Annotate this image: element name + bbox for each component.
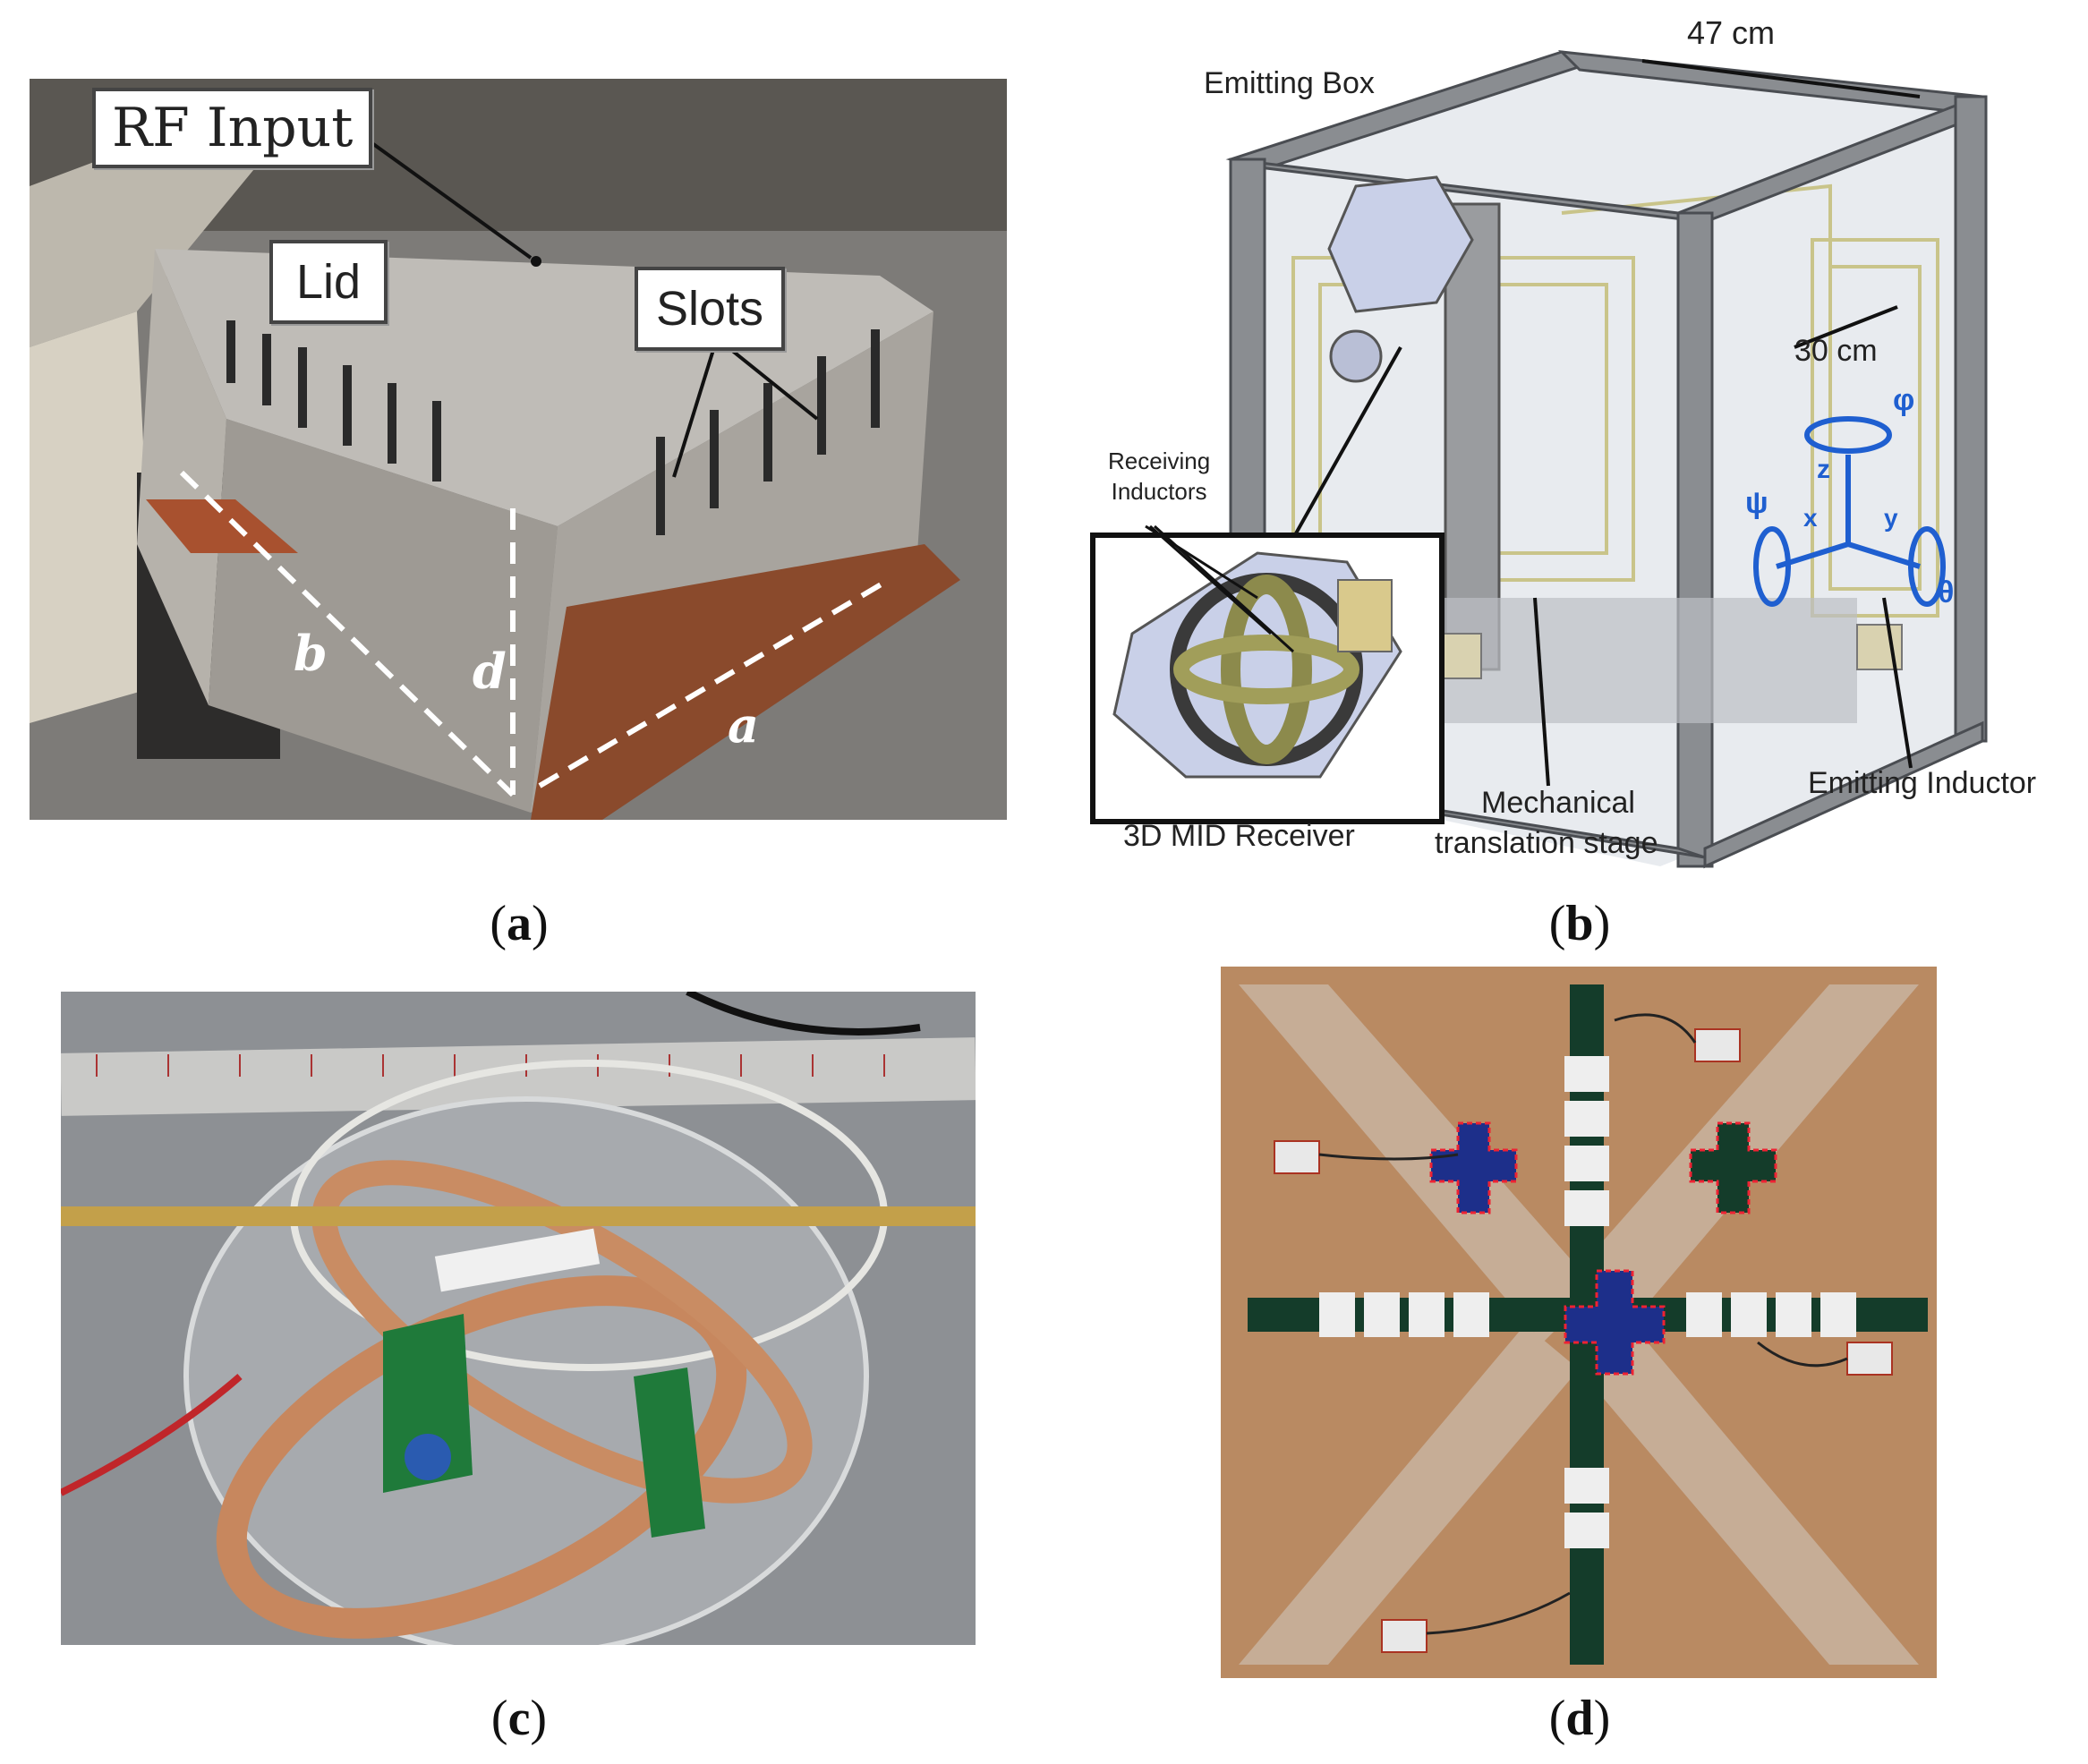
panel-a-photo: RF Input Lid Slots a b d: [30, 79, 1007, 820]
receiving-inductors-label: Receiving Inductors: [1108, 447, 1211, 505]
receiver-inset-drawing: [1112, 551, 1402, 779]
caption-c: (c): [490, 1691, 548, 1746]
glass-bowl-coils-photo: [61, 992, 976, 1645]
receiver-label: 3D MID Receiver: [1123, 819, 1355, 853]
width-label: 47 cm: [1687, 14, 1776, 51]
box-frame: [1225, 50, 1988, 869]
slots-label: Slots: [635, 267, 786, 351]
lid-label: Lid: [269, 240, 388, 324]
planar-coil-array-photo: [1221, 967, 1937, 1678]
emitting-box-label: Emitting Box: [1204, 66, 1375, 100]
dim-d-label: d: [473, 643, 507, 700]
emitting-box-diagram: [1090, 50, 1988, 869]
shielding-box-photo: [30, 79, 1007, 820]
rf-input-label: RF Input: [92, 88, 373, 168]
caption-a: (a): [490, 896, 549, 951]
panel-b-diagram: 47 cm Emitting Box 30 cm Receiving Induc…: [1061, 7, 2081, 884]
ruler-ticks: [96, 1054, 885, 1077]
emitting-inductor-label: Emitting Inductor: [1808, 766, 2037, 800]
axis-theta-label: θ: [1938, 575, 1955, 609]
panel-c-photo: [61, 992, 976, 1645]
axis-x-label: x: [1803, 504, 1818, 532]
caption-d: (d): [1548, 1691, 1611, 1746]
stage-label-line2: translation stage: [1435, 826, 1658, 860]
panel-d-photo: [1221, 967, 1937, 1678]
dim-a-label: a: [728, 696, 759, 754]
caption-b: (b): [1548, 896, 1611, 951]
connectors: [1274, 1028, 1893, 1653]
axis-y-label: y: [1884, 504, 1898, 532]
axis-z-label: z: [1817, 455, 1830, 484]
slot-marks: [226, 320, 880, 535]
stage-label-line1: Mechanical: [1481, 786, 1635, 820]
receiver-crosses: [1429, 1121, 1777, 1376]
axis-psi-label: ψ: [1745, 486, 1768, 520]
axis-triad: [1753, 416, 1946, 607]
inner-size-label: 30 cm: [1794, 334, 1878, 368]
dim-b-label: b: [294, 625, 328, 682]
coil-windings: [1319, 1056, 1856, 1548]
axis-phi-label: φ: [1893, 383, 1915, 417]
